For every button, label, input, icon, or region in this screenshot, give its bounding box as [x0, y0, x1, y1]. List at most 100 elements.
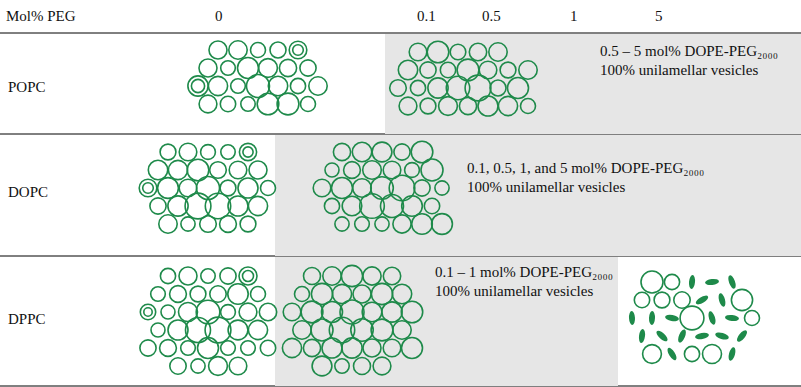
vesicle	[410, 80, 425, 95]
vesicle	[140, 304, 155, 319]
vesicle	[498, 96, 517, 115]
vesicle	[239, 143, 256, 160]
vesicle	[148, 160, 167, 179]
vesicle	[703, 345, 722, 364]
vesicle	[323, 267, 341, 285]
vesicle	[277, 93, 299, 115]
vesicle	[220, 216, 237, 233]
vesicle	[188, 76, 208, 96]
micelle-disc	[707, 310, 717, 325]
vesicle	[373, 357, 391, 375]
vesicle	[196, 300, 220, 324]
vesicle	[243, 147, 253, 157]
vesicle	[210, 286, 226, 302]
vesicle	[229, 357, 247, 375]
micelle-disc	[727, 346, 736, 361]
micelle-disc	[688, 275, 695, 289]
vesicle	[248, 320, 267, 339]
micelle-disc	[705, 278, 720, 286]
vesicle	[160, 268, 175, 283]
vesicle	[490, 80, 506, 96]
vesicle	[170, 286, 187, 303]
vesicle	[390, 80, 407, 97]
vesicle	[457, 59, 479, 81]
vesicle	[469, 43, 486, 60]
vesicle	[159, 215, 177, 233]
vesicle	[293, 45, 304, 56]
condition-text: 0.1 – 1 mol% DOPE-PEG₂₀₀₀	[435, 263, 613, 282]
vesicle	[199, 59, 217, 77]
column-value: 5	[655, 7, 663, 25]
shaded-band: 0.1, 0.5, 1, and 5 mol% DOPE-PEG₂₀₀₀100%…	[275, 135, 801, 256]
vesicle	[398, 60, 417, 79]
vesicle	[313, 179, 331, 197]
micelle-disc	[649, 311, 655, 325]
vesicle	[412, 214, 433, 235]
vesicle	[143, 183, 154, 194]
vesicle	[371, 319, 393, 341]
vesicle	[259, 303, 276, 320]
vesicle	[405, 163, 420, 178]
micelle-disc	[665, 314, 680, 323]
vesicle	[355, 217, 370, 232]
vesicle	[260, 340, 275, 355]
vesicle	[402, 338, 423, 359]
vesicle	[241, 97, 255, 111]
vesicle	[731, 289, 752, 310]
vesicle	[251, 287, 266, 302]
vesicle	[240, 216, 256, 232]
vesicle	[144, 308, 152, 316]
vesicle	[160, 144, 176, 160]
vesicle	[341, 265, 362, 286]
vesicle	[270, 42, 286, 58]
vesicle	[186, 318, 211, 343]
vesicle	[389, 175, 415, 201]
vesicle	[634, 292, 649, 307]
vesicle	[680, 306, 704, 330]
vesicle	[220, 96, 235, 111]
vesicle	[643, 345, 662, 364]
micelle-disc	[735, 329, 749, 344]
vesicle	[181, 341, 196, 356]
vesicle	[352, 142, 371, 161]
vesicle	[261, 181, 276, 196]
micelle-disc	[638, 329, 646, 344]
vesicle	[401, 301, 422, 322]
vesicle	[301, 97, 316, 112]
micelle-disc	[655, 329, 669, 343]
vesicle	[342, 196, 362, 216]
micelle-disc	[717, 292, 726, 307]
vesicle	[309, 77, 327, 95]
vesicle	[293, 321, 311, 339]
micelle-disc	[629, 311, 636, 325]
vesicle	[478, 96, 498, 116]
vesicle	[229, 41, 247, 59]
vesicle	[440, 62, 455, 77]
vesicle	[209, 41, 227, 59]
vesicle	[229, 161, 247, 179]
vesicle	[197, 177, 220, 200]
micelle-disc	[666, 346, 679, 361]
column-value: 0	[215, 7, 223, 25]
vesicle	[392, 284, 411, 303]
vesicle	[198, 338, 219, 359]
row-label: DPPC	[8, 310, 46, 328]
vesicle	[248, 196, 267, 215]
vesicle	[435, 181, 449, 195]
vesicle	[300, 60, 316, 76]
vesicle	[283, 303, 301, 321]
vesicle	[399, 97, 417, 115]
vesicle	[459, 97, 476, 114]
vesicle	[322, 338, 342, 358]
column-value: 0.1	[417, 7, 436, 25]
vesicle	[249, 161, 267, 179]
vesicle	[409, 43, 427, 61]
vesicle	[191, 359, 205, 373]
vesicle	[428, 78, 448, 98]
vesicle	[674, 292, 690, 308]
vesicle	[393, 215, 411, 233]
vesicle	[420, 62, 436, 78]
vesicle	[243, 271, 254, 282]
vesicle	[324, 198, 339, 213]
vesicle	[289, 41, 307, 59]
